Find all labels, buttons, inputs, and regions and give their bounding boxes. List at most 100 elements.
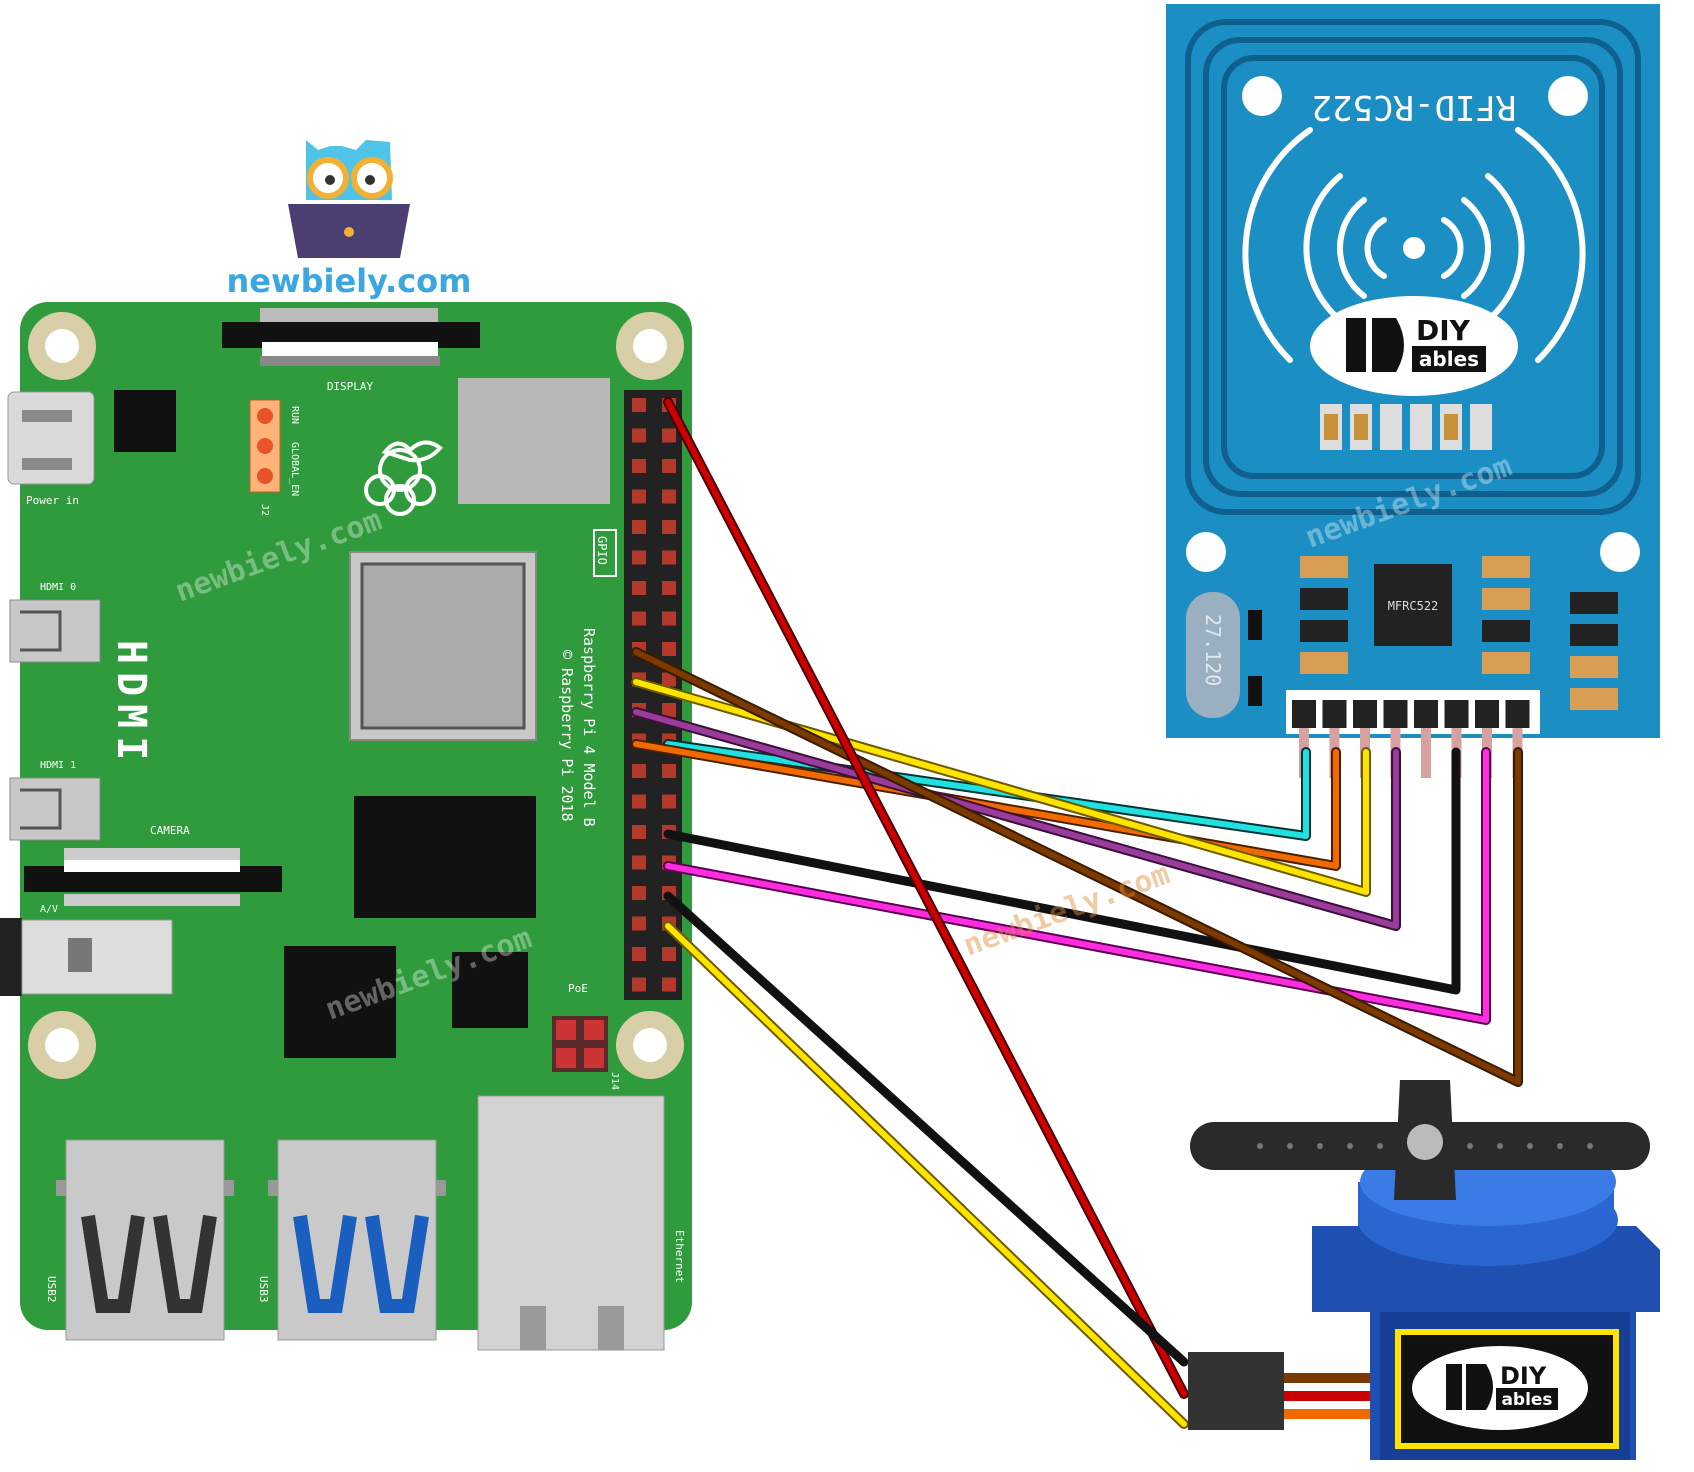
gpio-pin bbox=[662, 520, 676, 534]
svg-text:HDMI 1: HDMI 1 bbox=[40, 760, 76, 771]
gpio-pin bbox=[632, 550, 646, 565]
gpio-pin bbox=[632, 489, 646, 504]
rfid-pin bbox=[1414, 700, 1438, 728]
display-connector: DISPLAY bbox=[222, 308, 480, 393]
rfid-pin-leg bbox=[1421, 728, 1431, 778]
servo-motor: DIY ables bbox=[1188, 1080, 1660, 1460]
gpio-pin bbox=[632, 764, 646, 778]
gpio-pin bbox=[632, 581, 646, 595]
horn-hole bbox=[1587, 1143, 1593, 1149]
gpio-pin bbox=[632, 886, 646, 900]
svg-text:J14: J14 bbox=[609, 1072, 620, 1090]
hdmi-big-label: HDMI bbox=[108, 640, 154, 768]
display-label: DISPLAY bbox=[327, 380, 374, 393]
svg-text:27.120: 27.120 bbox=[1201, 614, 1225, 686]
rfid-pin bbox=[1505, 700, 1530, 728]
horn-hole bbox=[1317, 1143, 1323, 1149]
svg-text:ables: ables bbox=[1501, 1390, 1552, 1410]
gpio-pin bbox=[662, 642, 676, 656]
wire-black bbox=[663, 747, 1461, 995]
ethernet-port: Ethernet bbox=[477, 1095, 686, 1351]
rfid-pin bbox=[1292, 700, 1316, 728]
gpio-pin bbox=[632, 794, 646, 809]
power-in-port: Power in bbox=[7, 391, 95, 507]
ethernet-controller-chip bbox=[452, 952, 528, 1028]
rfid-pin-header bbox=[1286, 690, 1540, 778]
svg-text:PoE: PoE bbox=[568, 982, 588, 995]
camera-connector: CAMERA bbox=[24, 824, 282, 906]
newbiely-logo: newbiely.com bbox=[227, 140, 472, 300]
gpio-pin bbox=[632, 825, 646, 839]
power-in-label: Power in bbox=[26, 494, 79, 507]
run-header: RUN GLOBAL_EN J2 bbox=[249, 399, 300, 516]
rfid-rc522-module: RFID-RC522 DIY ables bbox=[1166, 4, 1660, 778]
logo-text: newbiely.com bbox=[227, 262, 472, 300]
gpio-pin bbox=[632, 398, 646, 412]
wifi-module bbox=[458, 378, 610, 504]
usb-controller-chip bbox=[284, 946, 396, 1058]
raspberry-pi-board: DISPLAY Power in RUN GLOBAL_EN J2 bbox=[0, 302, 692, 1351]
copyright-label: © Raspberry Pi 2018 bbox=[558, 650, 576, 822]
gpio-pin bbox=[662, 764, 676, 778]
gpio-pin bbox=[632, 611, 646, 626]
global-en-label: GLOBAL_EN bbox=[289, 442, 300, 496]
crystal-oscillator: 27.120 bbox=[1186, 592, 1240, 718]
raspberry-logo bbox=[364, 440, 443, 516]
servo-horn bbox=[1190, 1080, 1650, 1200]
gpio-pin bbox=[662, 794, 676, 809]
gpio-pin bbox=[662, 977, 676, 992]
svg-text:ables: ables bbox=[1419, 347, 1479, 371]
usb3-port: USB3 bbox=[257, 1139, 446, 1341]
svg-text:USB2: USB2 bbox=[45, 1276, 58, 1303]
gpio-pin bbox=[662, 611, 676, 626]
model-label: Raspberry Pi 4 Model B bbox=[580, 628, 598, 827]
servo-diyables-logo: DIY ables bbox=[1412, 1346, 1588, 1430]
horn-hole bbox=[1467, 1143, 1473, 1149]
svg-text:A/V: A/V bbox=[40, 904, 58, 915]
horn-hole bbox=[1497, 1143, 1503, 1149]
gpio-pin bbox=[632, 916, 646, 931]
gpio-pin bbox=[632, 947, 646, 961]
gpio-pin bbox=[662, 947, 676, 961]
wire-black-servo bbox=[663, 891, 1189, 1367]
horn-hole bbox=[1527, 1143, 1533, 1149]
hdmi1-port: HDMI 1 bbox=[9, 760, 101, 841]
watermark: newbiely.com bbox=[959, 856, 1175, 963]
rfid-pin bbox=[1475, 700, 1499, 728]
rfid-pin bbox=[1383, 700, 1408, 728]
svg-text:MFRC522: MFRC522 bbox=[1388, 599, 1439, 613]
horn-hole bbox=[1377, 1143, 1383, 1149]
svg-text:USB3: USB3 bbox=[257, 1276, 270, 1303]
j2-label: J2 bbox=[259, 504, 270, 516]
rfid-pin bbox=[1353, 700, 1377, 728]
servo-connector bbox=[1188, 1352, 1284, 1430]
gpio-pin bbox=[662, 489, 676, 504]
rfid-title: RFID-RC522 bbox=[1312, 87, 1517, 127]
run-label: RUN bbox=[289, 406, 300, 424]
usb2-port: USB2 bbox=[45, 1139, 234, 1341]
gpio-pin bbox=[632, 977, 646, 992]
horn-hole bbox=[1257, 1143, 1263, 1149]
gpio-pin bbox=[662, 703, 676, 717]
gpio-pin bbox=[662, 672, 676, 687]
svg-text:Ethernet: Ethernet bbox=[673, 1230, 686, 1283]
rfid-pin bbox=[1322, 700, 1347, 728]
svg-text:DIY: DIY bbox=[1500, 1362, 1547, 1390]
gpio-label: GPIO bbox=[595, 536, 609, 565]
poe-header: PoE J14 bbox=[552, 982, 620, 1090]
rfid-wave-icon bbox=[1242, 127, 1586, 363]
svg-text:DIY: DIY bbox=[1416, 314, 1471, 347]
wires bbox=[631, 397, 1523, 1429]
gpio-pin bbox=[632, 428, 646, 443]
rfid-pin bbox=[1444, 700, 1469, 728]
horn-hole bbox=[1287, 1143, 1293, 1149]
diyables-logo: DIY ables bbox=[1310, 296, 1518, 396]
gpio-pin bbox=[662, 550, 676, 565]
gpio-pin bbox=[662, 428, 676, 443]
svg-text:CAMERA: CAMERA bbox=[150, 824, 190, 837]
rfid-passive-components bbox=[1320, 404, 1492, 450]
gpio-pin bbox=[632, 520, 646, 534]
hdmi0-port: HDMI 0 bbox=[9, 582, 101, 663]
